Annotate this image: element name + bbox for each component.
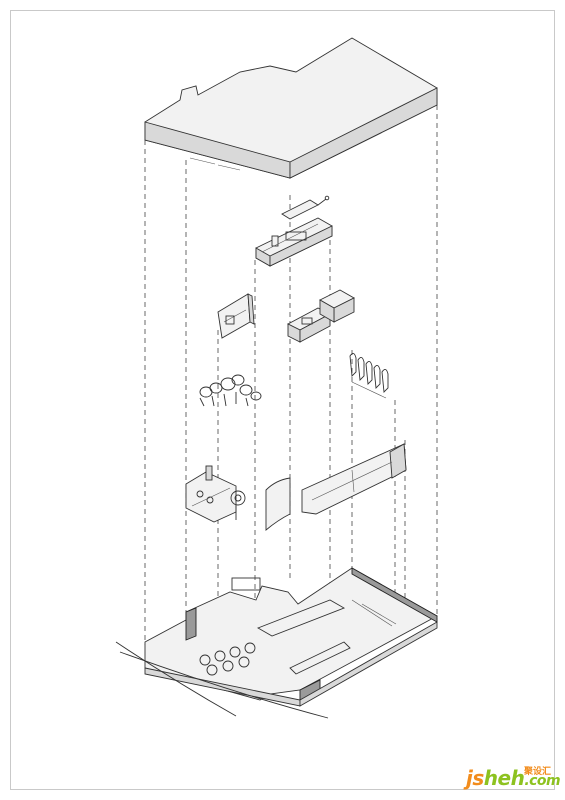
long-banquette xyxy=(301,443,407,515)
watermark-text-2: heh xyxy=(483,766,525,790)
kitchen-appliance-unit xyxy=(287,289,355,343)
figure-group-right xyxy=(349,353,389,399)
figure-group-left xyxy=(199,374,262,407)
drawing-border xyxy=(10,10,555,790)
roof-slab xyxy=(144,37,438,179)
watermark-logo: jsheh.com 聚设汇 xyxy=(466,766,561,792)
counter-unit xyxy=(255,217,333,267)
door-panel xyxy=(265,477,291,531)
ceiling-fixture xyxy=(281,195,330,220)
dining-furniture xyxy=(185,465,246,523)
projection-lines xyxy=(144,105,438,645)
watermark-subtext: 聚设汇 xyxy=(524,767,552,777)
watermark-text-1: js xyxy=(466,766,484,790)
wall-panel-unit xyxy=(217,293,255,339)
watermark-text-3: .com xyxy=(524,773,561,789)
ground-floor-plan xyxy=(115,567,438,719)
